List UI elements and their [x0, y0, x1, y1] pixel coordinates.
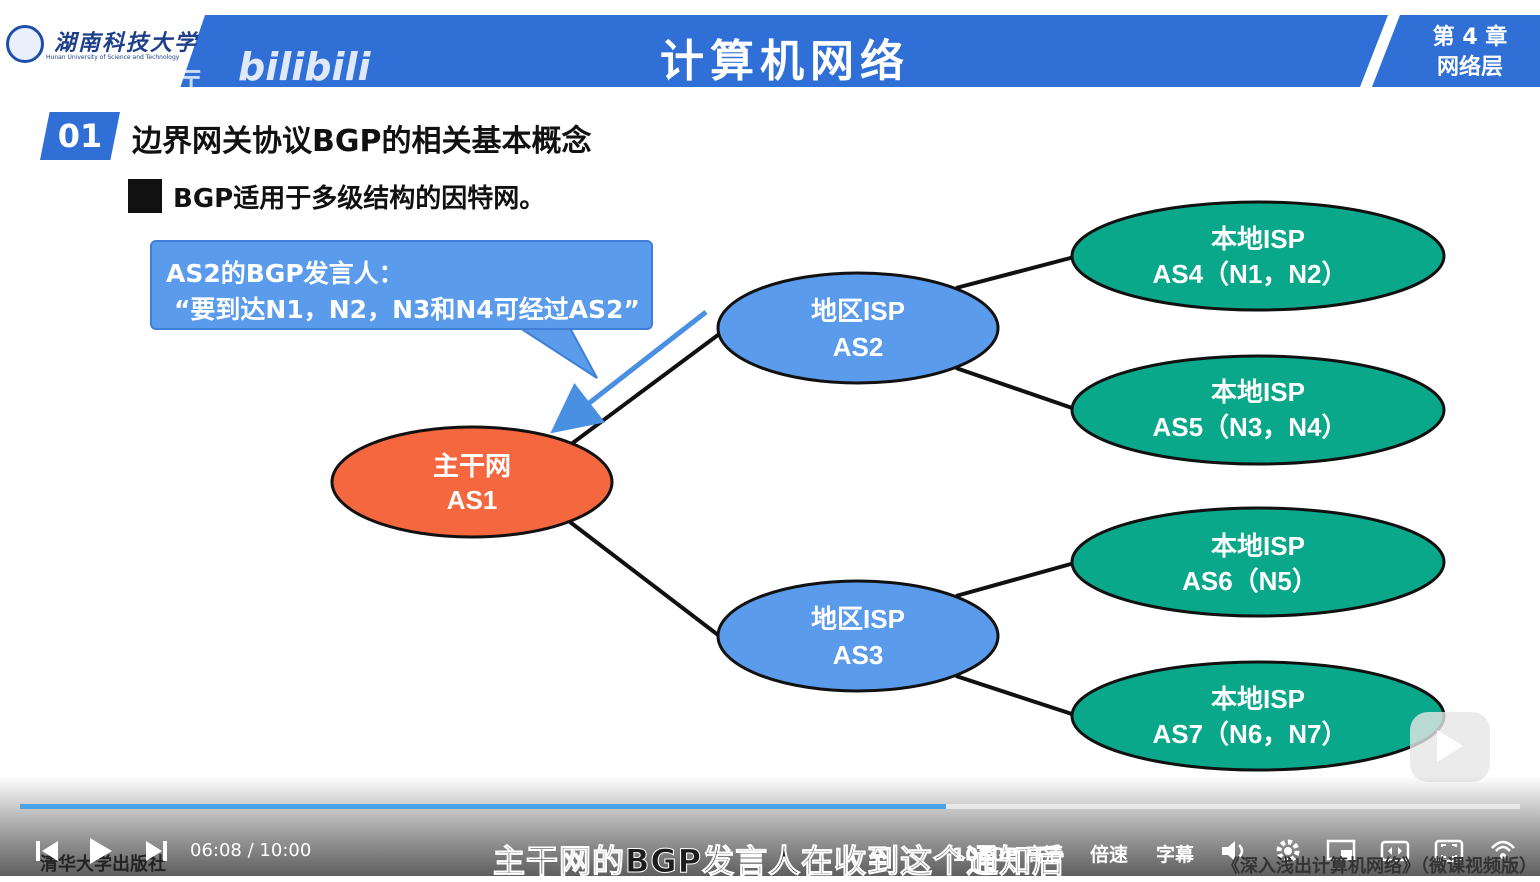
fullscreen-icon[interactable]	[1434, 838, 1464, 864]
node-as5	[1070, 354, 1446, 466]
subtitle-button[interactable]: 字幕	[1156, 844, 1195, 866]
chapter-label: 第 4 章 网络层	[1420, 23, 1520, 83]
link-as3-as6	[955, 560, 1079, 598]
progress-bar-fill	[20, 804, 946, 809]
player-controls-bar	[0, 776, 1540, 876]
section-title: 边界网关协议BGP的相关基本概念	[132, 124, 592, 159]
slide-header: 湖南科技大学 Hunan University of Science and T…	[0, 15, 1540, 98]
quality-button[interactable]: 1080P 高清	[952, 844, 1064, 866]
volume-icon[interactable]	[1220, 838, 1248, 864]
node-as5-label1: 本地ISP	[1211, 377, 1305, 407]
chapter-number: 第 4 章	[1432, 25, 1508, 50]
node-as4-label1: 本地ISP	[1211, 224, 1305, 254]
bullet-square-icon	[128, 179, 162, 213]
section-number: 01	[40, 112, 120, 160]
node-as3-label1: 地区ISP	[811, 604, 905, 634]
bilibili-logo: bilibili	[238, 45, 371, 89]
node-as7-label2: AS7（N6，N7）	[1152, 719, 1347, 749]
node-as3-label2: AS3	[833, 640, 884, 670]
play-icon[interactable]	[88, 836, 114, 866]
node-as7-label1: 本地ISP	[1211, 684, 1305, 714]
time-current: 06:08	[190, 840, 242, 861]
link-as3-as7	[955, 674, 1079, 718]
node-as6-label2: AS6（N5）	[1182, 566, 1318, 596]
bullet-text: BGP适用于多级结构的因特网。	[173, 184, 546, 214]
callout-line1: AS2的BGP发言人：	[166, 259, 404, 288]
node-as6	[1070, 506, 1446, 618]
prev-icon[interactable]	[36, 838, 60, 864]
node-as1-label2: AS1	[447, 485, 498, 515]
slide-title: 计算机网络	[660, 36, 910, 87]
node-as2-label1: 地区ISP	[811, 296, 905, 326]
link-as2-as5	[955, 366, 1079, 412]
play-triangle-icon	[1437, 730, 1463, 762]
channel-watermark: 湘科大教学厅	[40, 68, 203, 98]
node-as2	[716, 271, 1000, 385]
publisher-watermark: 清华大学出版社	[40, 854, 166, 875]
time-total: 10:00	[259, 840, 312, 861]
link-as1-as3	[568, 520, 724, 640]
node-as4-label2: AS4（N1，N2）	[1152, 259, 1347, 289]
node-as3	[716, 579, 1000, 693]
node-as4	[1070, 200, 1446, 312]
pip-icon[interactable]	[1326, 838, 1356, 864]
node-as1	[330, 425, 614, 539]
university-name: 湖南科技大学	[54, 30, 199, 56]
advertisement-arrow	[550, 310, 708, 434]
node-as7	[1070, 660, 1446, 772]
widescreen-icon[interactable]	[1380, 838, 1410, 864]
speed-button[interactable]: 倍速	[1090, 844, 1129, 866]
node-as5-label2: AS5（N3，N4）	[1152, 412, 1347, 442]
bgp-speaker-callout: AS2的BGP发言人： “要到达N1，N2，N3和N4可经过AS2”	[150, 240, 653, 330]
node-as6-label1: 本地ISP	[1211, 531, 1305, 561]
link-as2-as4	[955, 254, 1079, 290]
link-as1-as2	[568, 330, 724, 447]
next-icon[interactable]	[144, 838, 168, 864]
time-separator: /	[247, 840, 254, 861]
danmaku-icon[interactable]	[1488, 836, 1518, 864]
node-as2-label2: AS2	[833, 332, 884, 362]
settings-icon[interactable]	[1274, 837, 1302, 865]
callout-line2: “要到达N1，N2，N3和N4可经过AS2”	[174, 295, 640, 324]
university-logo-icon	[6, 25, 44, 63]
chapter-name: 网络层	[1436, 55, 1503, 80]
university-name-en: Hunan University of Science and Technolo…	[46, 54, 180, 61]
floating-play-button[interactable]	[1410, 712, 1490, 782]
video-subtitle: 主干网的BGP发言人在收到这个通知后	[492, 842, 1066, 881]
callout-tail	[516, 327, 598, 379]
playback-time: 06:08 / 10:00	[190, 840, 311, 861]
book-title-watermark: 《深入浅出计算机网络》（微课视频版）	[1222, 856, 1537, 877]
node-as1-label1: 主干网	[433, 451, 511, 481]
